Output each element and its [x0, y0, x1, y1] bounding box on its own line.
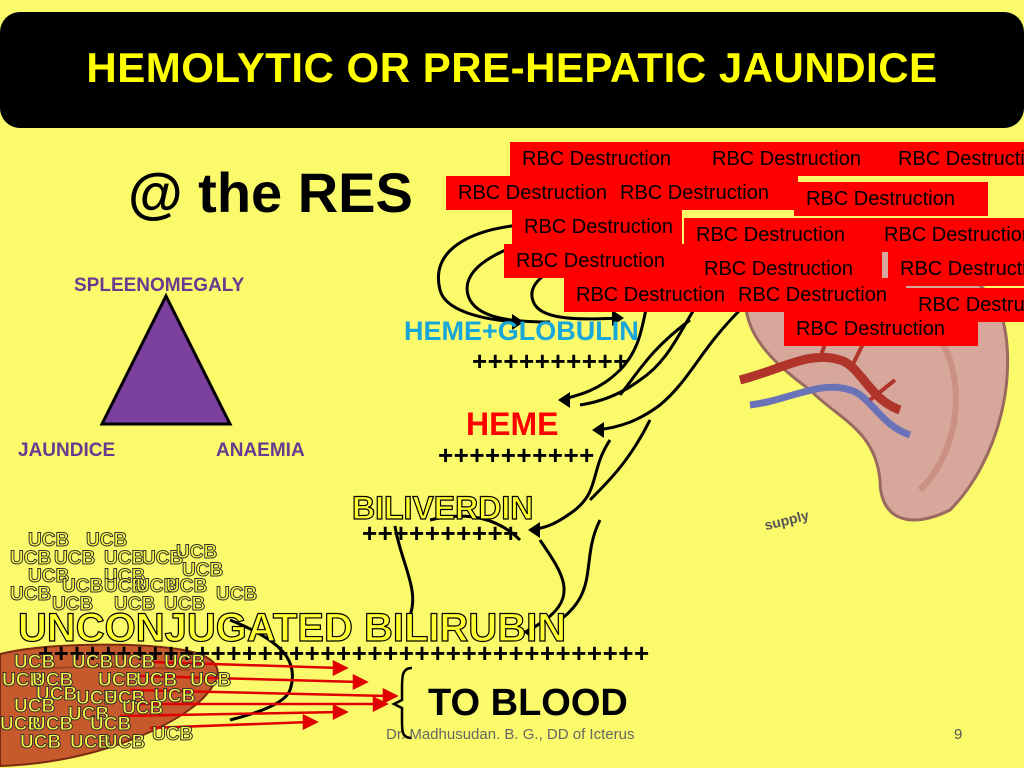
- liver-ucb-label: UCB: [103, 732, 146, 754]
- liver-ucb-label: UCB: [97, 670, 140, 692]
- ucb-label: UCB: [27, 530, 70, 552]
- stage-heme-globulin: HEME+GLOBULIN: [404, 316, 639, 346]
- page-number: 9: [954, 726, 963, 743]
- rbc-destruction-box: RBC Destruction: [510, 142, 700, 176]
- rbc-destruction-box: RBC Destruction: [794, 182, 988, 216]
- liver-ucb-label: UCB: [31, 670, 74, 692]
- rbc-destruction-box: RBC Destruction: [872, 218, 1024, 252]
- rbc-destruction-box: RBC Destruction: [446, 176, 612, 210]
- ucb-label: UCB: [9, 548, 52, 570]
- to-blood-label: TO BLOOD: [428, 682, 628, 724]
- liver-ucb-label: UCB: [31, 714, 74, 736]
- ucb-label: UCB: [135, 576, 178, 598]
- ucb-label: UCB: [103, 548, 146, 570]
- liver-ucb-label: UCB: [153, 686, 196, 708]
- ucb-label: UCB: [27, 566, 70, 588]
- liver-ucb-label: UCB: [135, 670, 178, 692]
- liver-ucb-label: UCB: [151, 724, 194, 746]
- liver-ucb-label: UCB: [103, 688, 146, 710]
- ucb-label: UCB: [141, 548, 184, 570]
- liver-ucb-label: UCB: [75, 688, 118, 710]
- liver-ucb-label: UCB: [71, 652, 114, 674]
- liver-ucb-label: UCB: [67, 704, 110, 726]
- ucb-label: UCB: [113, 594, 156, 616]
- liver-ucb-label: UCB: [121, 698, 164, 720]
- ucb-label: UCB: [53, 548, 96, 570]
- liver-ucb-label: UCB: [189, 670, 232, 692]
- ucb-label: UCB: [103, 576, 146, 598]
- liver-ucb-label: UCB: [113, 652, 156, 674]
- ucb-label: UCB: [163, 594, 206, 616]
- liver-ucb-label: UCB: [35, 684, 78, 706]
- triad-triangle: [99, 292, 233, 426]
- ucb-label: UCB: [61, 576, 104, 598]
- ucb-label: UCB: [175, 542, 218, 564]
- rbc-destruction-box: RBC Destruction: [886, 142, 1024, 176]
- liver-ucb-label: UCB: [69, 732, 112, 754]
- rbc-destruction-box: RBC Destruction: [700, 142, 890, 176]
- liver-ucb-label: UCB: [13, 696, 56, 718]
- liver-ucb-label: UCB: [19, 732, 62, 754]
- liver-ucb-label: UCB: [163, 652, 206, 674]
- liver-ucb-label: UCB: [0, 714, 42, 736]
- triad-spleenomegaly: SPLEENOMEGALY: [74, 275, 245, 296]
- liver-ucb-label: UCB: [1, 670, 44, 692]
- liver-ucb-label: UCB: [13, 652, 56, 674]
- ucb-label: UCB: [215, 584, 258, 606]
- rbc-destruction-box: RBC Destruction: [564, 278, 730, 312]
- plus-row-biliverdin: ++++++++++: [362, 518, 519, 548]
- plus-row-heme-globulin: ++++++++++: [472, 346, 629, 376]
- ucb-label: UCB: [9, 584, 52, 606]
- title-bar: [0, 12, 1024, 128]
- footer-credit: Dr. Madhusudan. B. G., DD of Icterus: [386, 726, 635, 743]
- res-heading: @ the RES: [128, 161, 413, 224]
- stage-unconjugated-bilirubin: UNCONJUGATED BILIRUBIN: [17, 605, 567, 650]
- triad-jaundice: JAUNDICE: [18, 440, 116, 461]
- stage-heme: HEME: [466, 406, 559, 442]
- ucb-label: UCB: [165, 576, 208, 598]
- liver-illustration: [0, 643, 219, 768]
- liver-ucb-label: UCB: [89, 714, 132, 736]
- rbc-destruction-box: RBC Destruction: [726, 278, 906, 312]
- plus-row-heme: ++++++++++: [438, 440, 595, 470]
- rbc-destruction-box: RBC Destruction: [504, 244, 694, 278]
- rbc-destruction-box: RBC Destruction: [784, 312, 978, 346]
- stage-biliverdin: BILIVERDIN: [351, 489, 534, 526]
- rbc-destruction-box: RBC Destruction: [684, 218, 874, 252]
- slide-title: HEMOLYTIC OR PRE-HEPATIC JAUNDICE: [86, 44, 938, 91]
- ucb-label: UCB: [51, 594, 94, 616]
- ucb-label: UCB: [85, 530, 128, 552]
- rbc-destruction-box: RBC Destruction: [888, 252, 1024, 286]
- rbc-destruction-box: RBC Destruction: [512, 210, 682, 244]
- rbc-destruction-box: RBC Destruction: [608, 176, 798, 210]
- ucb-label: UCB: [181, 560, 224, 582]
- ucb-label: UCB: [103, 566, 146, 588]
- triad-anaemia: ANAEMIA: [216, 440, 305, 461]
- plus-row-unconjugated-bilirubin: +++++++++++++++++++++++++++++++++++++++: [38, 638, 650, 668]
